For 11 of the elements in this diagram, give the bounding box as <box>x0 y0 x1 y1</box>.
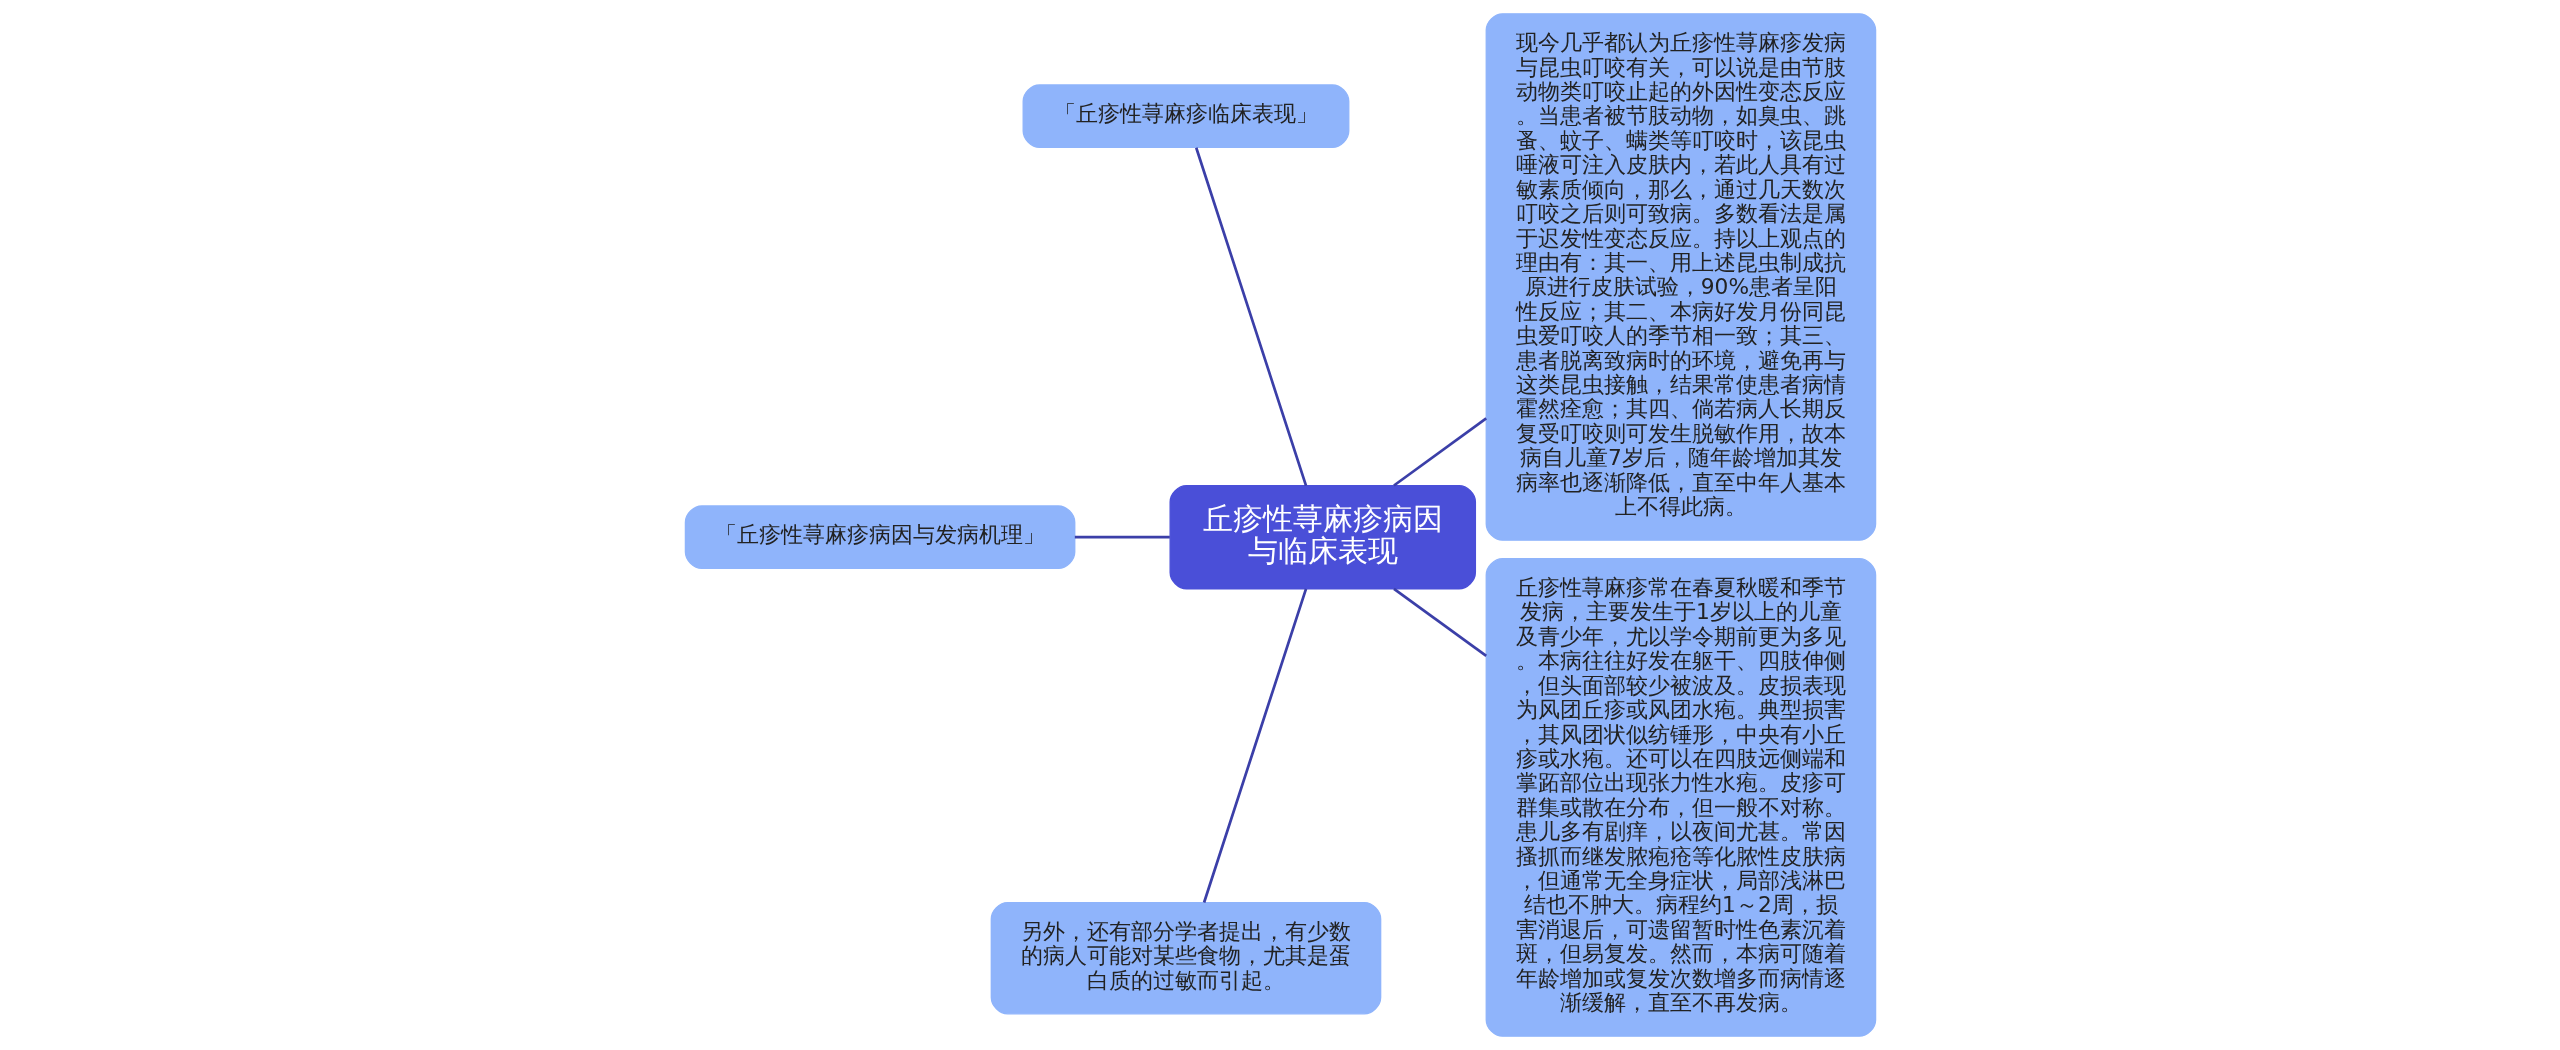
connector <box>1392 417 1487 487</box>
node-box: 丘疹性荨麻疹病因与临床表现 <box>1169 485 1476 590</box>
connector <box>1074 535 1170 539</box>
node-box: 「丘疹性荨麻疹病因与发病机理」 <box>684 505 1075 570</box>
node-box: 另外，还有部分学者提出，有少数的病人可能对某些食物，尤其是蛋白质的过敏而引起。 <box>990 901 1381 1015</box>
node-box: 「丘疹性荨麻疹临床表现」 <box>1022 84 1349 149</box>
connector <box>1392 587 1487 658</box>
node-box: 丘疹性荨麻疹常在春夏秋暖和季节发病，主要发生于1岁以上的儿童及青少年，尤以学令期前更为多见。本病往往好发在躯干、四肢伸侧，但头面部较少被波及。皮损表现为风团丘疹或风团水疱。典型损害，其风团状似纺锤形，中央有小丘疹或水疱。还可以在四肢远侧端和掌跖部位出现张力性水疱。皮疹可群集或散在分布，但一般不对称。患儿多有剧痒，以夜间尤甚。常因搔抓而继发脓疱疮等化脓性皮肤病，但通常无全身症状，局部浅淋巴结也不肿大。病程约1～2周，损害消退后，可遗留暂时性色素沉着斑，但易复发。然而，本病可随着年龄增加或复发次数增多而病情逐渐缓解，直至不再发病。 <box>1485 558 1876 1037</box>
connector <box>1202 588 1307 903</box>
connector <box>1194 147 1307 486</box>
node-box: 现今几乎都认为丘疹性荨麻疹发病与昆虫叮咬有关，可以说是由节肢动物类叮咬止起的外因性变态反应。当患者被节肢动物，如臭虫、跳蚤、蚊子、螨类等叮咬时，该昆虫唾液可注入皮肤内，若此人具有过敏素质倾向，那么，通过几天数次叮咬之后则可致病。多数看法是属于迟发性变态反应。持以上观点的理由有：其一、用上述昆虫制成抗原进行皮肤试验，90%患者呈阳性反应；其二、本病好发月份同昆虫爱叮咬人的季节相一致；其三、患者脱离致病时的环境，避免再与这类昆虫接触，结果常使患者病情霍然痊愈；其四、倘若病人长期反复受叮咬则可发生脱敏作用，故本病自儿童7岁后，随年龄增加其发病率也逐渐降低，直至中年人基本上不得此病。 <box>1485 13 1876 541</box>
